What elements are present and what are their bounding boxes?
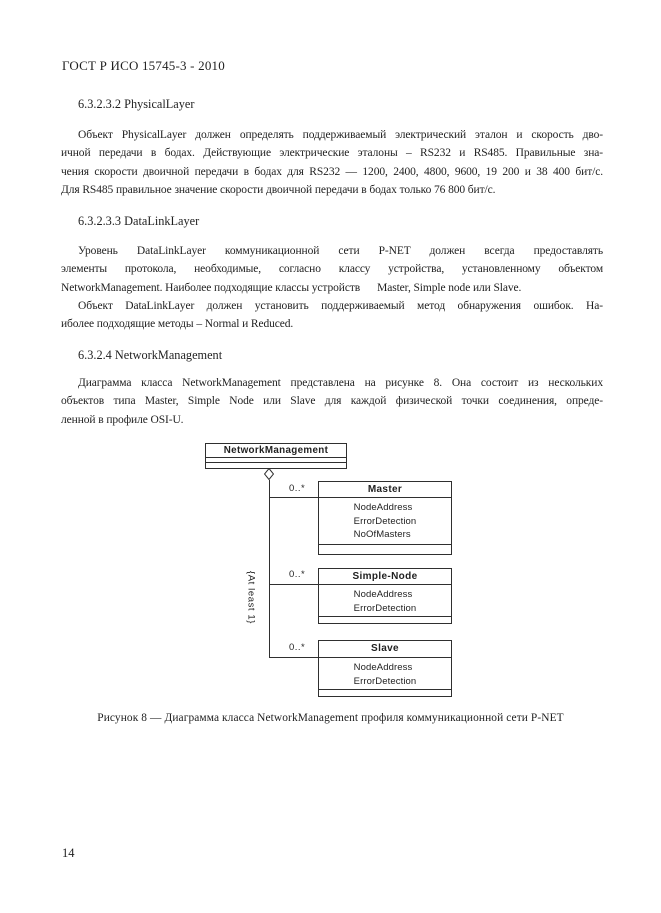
paragraph: Объект PhysicalLayer должен определять п… (61, 126, 603, 199)
section-heading-networkmanagement: 6.3.2.4 NetworkManagement (78, 348, 223, 362)
class-name: Master (319, 482, 451, 498)
paragraph: Диаграмма класса NetworkManagement предс… (61, 374, 603, 429)
empty-operation-compartment (319, 617, 451, 626)
text-line: Диаграмма класса NetworkManagement предс… (78, 377, 603, 389)
text-line: ичной передачи в бодах. Действующие элек… (61, 147, 603, 160)
aggregation-diamond-icon (264, 468, 274, 480)
text-line: иболее подходящие методы – Normal и Redu… (61, 318, 294, 331)
text-line: Объект DataLinkLayer должен установить п… (78, 300, 603, 313)
attribute-compartment: NodeAddress ErrorDetection (319, 585, 451, 617)
multiplicity-label: 0..* (289, 642, 306, 653)
empty-operation-compartment (319, 545, 451, 554)
figure-caption: Рисунок 8 — Диаграмма класса NetworkMana… (97, 712, 564, 724)
text-line: Объект PhysicalLayer должен определять п… (78, 129, 603, 141)
class-name: Slave (319, 641, 451, 658)
class-box-simple-node: Simple-Node NodeAddress ErrorDetection (318, 568, 452, 624)
document-header: ГОСТ Р ИСО 15745-3 - 2010 (62, 58, 225, 73)
attribute: ErrorDetection (353, 675, 417, 687)
paragraph: Уровень DataLinkLayer коммуникационной с… (61, 242, 603, 334)
attribute: NodeAddress (353, 502, 413, 513)
attribute-compartment: NodeAddress ErrorDetection NoOfMasters (319, 498, 451, 545)
branch-line-master (269, 497, 318, 498)
text-line: NetworkManagement. Наиболее подходящие к… (61, 281, 522, 294)
branch-line-simple-node (269, 584, 318, 585)
empty-operation-compartment (319, 690, 451, 699)
empty-attribute-compartment (206, 458, 346, 463)
attribute: NodeAddress (353, 589, 413, 600)
text-line: Для RS485 правильное значение скорости д… (61, 184, 496, 197)
attribute: ErrorDetection (353, 602, 417, 614)
text-line: чения скорости двоичной передачи в бодах… (61, 165, 603, 178)
text-line: элементы протокола, необходимые, согласн… (61, 263, 603, 276)
branch-line-slave (269, 657, 318, 658)
aggregation-trunk-line (269, 480, 270, 658)
class-box-slave: Slave NodeAddress ErrorDetection (318, 640, 452, 697)
text-line: Уровень DataLinkLayer коммуникационной с… (78, 245, 603, 257)
section-heading-physicallayer: 6.3.2.3.2 PhysicalLayer (78, 97, 195, 111)
multiplicity-label: 0..* (289, 483, 306, 494)
text-line: объектов типа Master, Simple Node или Sl… (61, 395, 603, 408)
text-line: ленной в профиле OSI-U. (61, 413, 184, 426)
attribute: NoOfMasters (353, 529, 411, 540)
attribute-compartment: NodeAddress ErrorDetection (319, 658, 451, 690)
attribute: NodeAddress (353, 662, 413, 673)
attribute: ErrorDetection (353, 515, 417, 527)
constraint-label: {At least 1} (245, 570, 257, 625)
section-heading-datalinklayer: 6.3.2.3.3 DataLinkLayer (78, 214, 200, 228)
class-name: Simple-Node (319, 569, 451, 585)
multiplicity-label: 0..* (289, 569, 306, 580)
class-box-master: Master NodeAddress ErrorDetection NoOfMa… (318, 481, 452, 555)
class-box-networkmanagement: NetworkManagement (205, 443, 347, 469)
class-name: NetworkManagement (206, 444, 346, 458)
page-number: 14 (62, 846, 75, 860)
